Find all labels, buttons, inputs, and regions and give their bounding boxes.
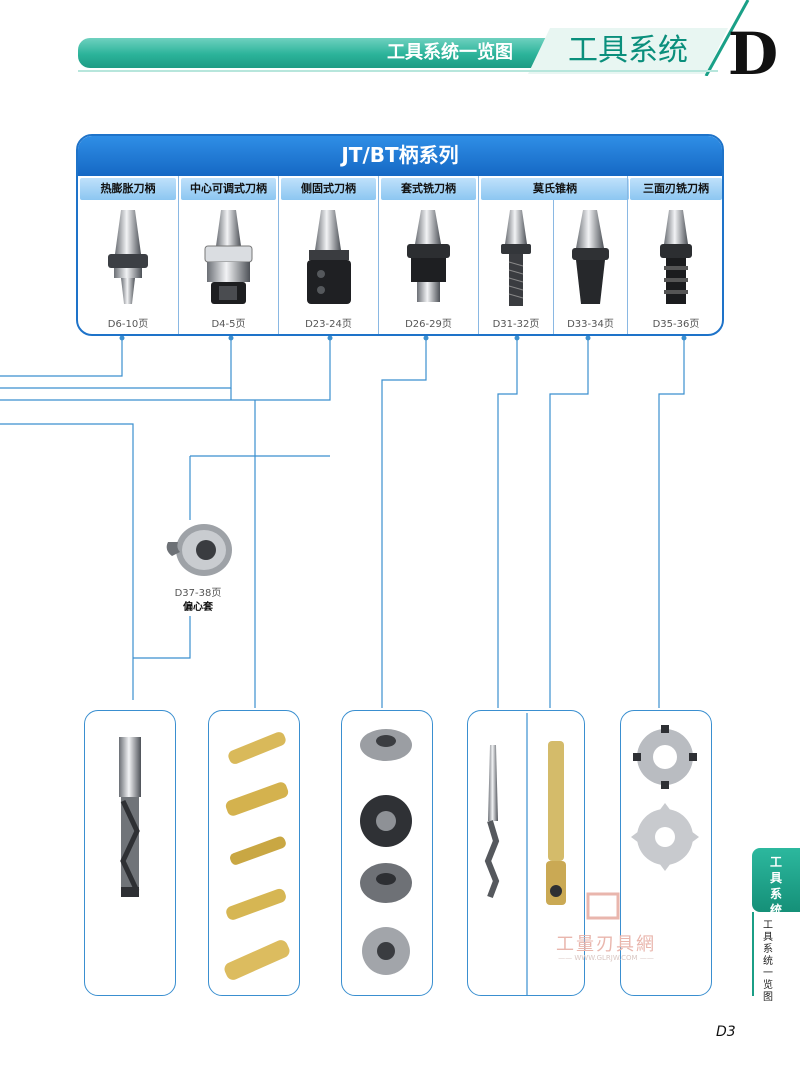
page-number: D3 bbox=[716, 1024, 736, 1040]
side-sub-char: 图 bbox=[763, 992, 773, 1003]
holder-label: 中心可调式刀柄 bbox=[181, 178, 276, 200]
panel-title: JT/BT柄系列 bbox=[78, 136, 722, 176]
side-tab-char: 具 bbox=[769, 871, 782, 885]
section-letter: D bbox=[727, 20, 779, 88]
shrink-fit-holder-icon bbox=[108, 210, 148, 304]
holder-label: 套式铣刀柄 bbox=[381, 178, 476, 200]
header-big-title: 工具系统 bbox=[568, 33, 688, 68]
watermark-url: —— WWW.GLRJW.COM —— bbox=[558, 954, 654, 962]
tool-box-end-mills[interactable] bbox=[208, 710, 300, 996]
tool-box-face-mills[interactable] bbox=[341, 710, 433, 996]
column-divider bbox=[553, 200, 554, 334]
holder-side-lock[interactable]: 侧固式刀柄 D23-24页 bbox=[279, 176, 378, 334]
tool-box-indexable-drill[interactable] bbox=[84, 710, 176, 996]
side-sub-char: 系 bbox=[763, 944, 773, 955]
holder-page: D26-29页 bbox=[405, 319, 452, 330]
column-divider bbox=[378, 176, 379, 334]
side-subtitle: 工 具 系 统 一 览 图 bbox=[760, 920, 776, 1004]
tool-box-morse-tools[interactable] bbox=[467, 710, 585, 996]
indexable-drill-icon bbox=[119, 737, 141, 897]
side-sub-char: 具 bbox=[763, 932, 773, 943]
holder-label: 莫氏锥柄 bbox=[481, 178, 629, 200]
shell-mill-holder-icon bbox=[407, 210, 450, 302]
holder-shrink-fit[interactable]: 热膨胀刀柄 D6-10页 bbox=[78, 176, 178, 334]
header-small-title: 工具系统一览图 bbox=[387, 42, 513, 63]
side-sub-char: 一 bbox=[763, 968, 773, 979]
eccentric-page: D37-38页 bbox=[174, 588, 222, 599]
holder-center-adjustable[interactable]: 中心可调式刀柄 D4-5页 bbox=[179, 176, 278, 334]
holder-label: 三面刃铣刀柄 bbox=[630, 178, 722, 200]
side-lock-holder-icon bbox=[307, 210, 351, 304]
face-mills-icon bbox=[360, 729, 412, 975]
side-sub-char: 统 bbox=[763, 956, 773, 967]
column-divider bbox=[627, 176, 628, 334]
column-divider bbox=[278, 176, 279, 334]
holder-label: 热膨胀刀柄 bbox=[80, 178, 176, 200]
header-slant-box bbox=[528, 28, 728, 74]
holder-page: D4-5页 bbox=[211, 319, 246, 330]
side-mill-holder-icon bbox=[660, 210, 692, 304]
holder-label: 侧固式刀柄 bbox=[281, 178, 376, 200]
tool-box-side-mills[interactable] bbox=[620, 710, 712, 996]
side-sub-char: 览 bbox=[763, 980, 773, 991]
holder-morse-taper-b[interactable]: D33-34页 bbox=[554, 176, 627, 334]
center-adjustable-holder-icon bbox=[204, 210, 253, 304]
header-bar bbox=[78, 38, 558, 68]
eccentric-name: 偏心套 bbox=[183, 602, 213, 613]
morse-tools-icon bbox=[484, 713, 566, 995]
morse-taper-holder-a-icon bbox=[501, 210, 531, 306]
holder-page: D33-34页 bbox=[567, 319, 614, 330]
holder-page: D23-24页 bbox=[305, 319, 352, 330]
holder-shell-mill[interactable]: 套式铣刀柄 D26-29页 bbox=[379, 176, 478, 334]
eccentric-sleeve-icon[interactable] bbox=[160, 520, 240, 580]
side-tab-char: 统 bbox=[769, 903, 782, 917]
holder-page: D35-36页 bbox=[652, 319, 700, 330]
side-mills-icon bbox=[631, 725, 699, 871]
holder-morse-taper-a[interactable]: D31-32页 bbox=[479, 176, 553, 334]
holder-page: D6-10页 bbox=[107, 319, 149, 330]
jtbt-holder-panel: JT/BT柄系列 热膨胀刀柄 D6-10页 中心可调式刀柄 D4-5页 侧固式刀… bbox=[76, 134, 724, 336]
end-mills-icon bbox=[224, 732, 290, 980]
header-underline bbox=[78, 70, 718, 72]
side-tab-line bbox=[752, 912, 754, 996]
watermark-text: 工量刃具網 bbox=[556, 934, 656, 955]
side-section-tab[interactable]: 工 具 系 统 bbox=[752, 848, 800, 917]
holder-morse-taper[interactable]: 莫氏锥柄 bbox=[479, 176, 629, 334]
side-sub-char: 工 bbox=[763, 920, 773, 931]
side-tab-char: 工 bbox=[769, 855, 782, 869]
holder-side-mill[interactable]: 三面刃铣刀柄 D35-36页 bbox=[628, 176, 722, 334]
holder-page: D31-32页 bbox=[492, 319, 540, 330]
side-tab-char: 系 bbox=[769, 887, 782, 901]
column-divider bbox=[178, 176, 179, 334]
column-divider bbox=[478, 176, 479, 334]
morse-taper-holder-b-icon bbox=[572, 210, 609, 304]
